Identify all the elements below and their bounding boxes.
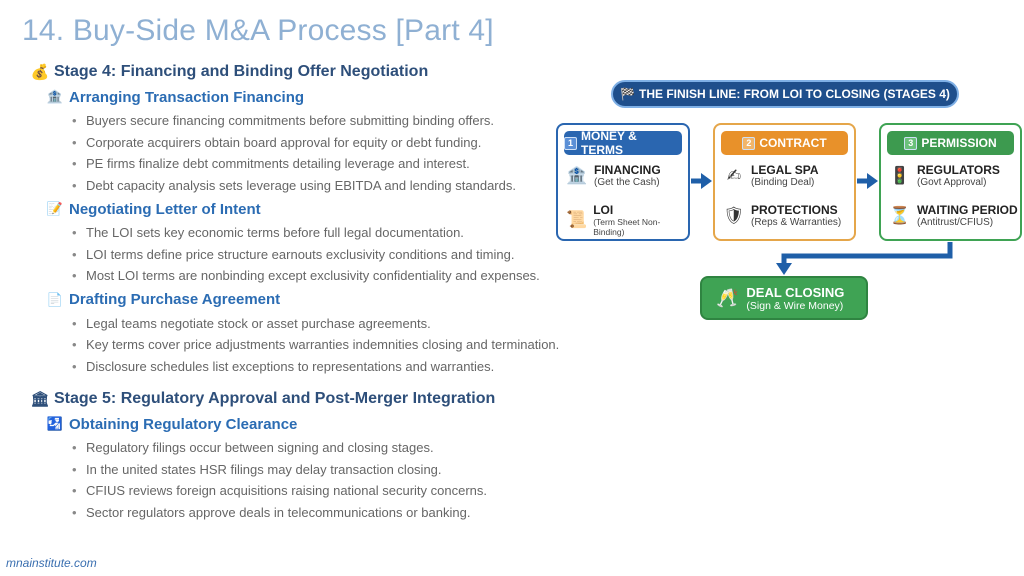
bullet-item: Debt capacity analysis sets leverage usi… (72, 175, 610, 197)
bullet-item: In the united states HSR filings may del… (72, 459, 610, 481)
bullet-list: Buyers secure financing commitments befo… (72, 110, 610, 196)
classical-building-icon: 🏛 (30, 391, 50, 408)
card-permission: 3 PERMISSION 🚦 REGULATORS (Govt Approval… (879, 123, 1022, 241)
card-contract: 2 CONTRACT ✍ LEGAL SPA (Binding Deal) 🛡 … (713, 123, 856, 241)
item-sub: (Term Sheet Non-Binding) (593, 217, 661, 237)
outline: 💰 Stage 4: Financing and Binding Offer N… (30, 60, 610, 525)
arrow-1-to-2-head (701, 173, 712, 189)
scroll-icon: 📜 (566, 210, 588, 229)
memo-icon: 📝 (46, 201, 64, 216)
bullet-item: Buyers secure financing commitments befo… (72, 110, 610, 132)
item-label: REGULATORS (917, 163, 1000, 177)
card-item: 🏦 FINANCING (Get the Cash) (566, 163, 661, 188)
bullet-item: Key terms cover price adjustments warran… (72, 334, 610, 356)
stage-heading: 🏛 Stage 5: Regulatory Approval and Post-… (30, 387, 610, 411)
bullet-item: LOI terms define price structure earnout… (72, 244, 610, 266)
page-title: 14. Buy-Side M&A Process [Part 4] (22, 14, 494, 47)
card-title: CONTRACT (759, 136, 827, 150)
arrow-2-to-3-head (867, 173, 878, 189)
card-item: 🛡 PROTECTIONS (Reps & Warranties) (723, 203, 841, 228)
checkered-flag-icon: 🏁 (620, 87, 636, 101)
item-sub: (Antitrust/CFIUS) (917, 217, 994, 228)
traffic-light-icon: 🚦 (889, 165, 911, 185)
section-heading: 📄 Drafting Purchase Agreement (46, 289, 610, 311)
stage-label: Stage 4: Financing and Binding Offer Neg… (54, 63, 429, 80)
item-label: FINANCING (594, 163, 661, 177)
finish-line-banner: 🏁 THE FINISH LINE: FROM LOI TO CLOSING (… (611, 80, 959, 108)
card-number: 3 (904, 136, 918, 150)
bullet-list: Regulatory filings occur between signing… (72, 437, 610, 523)
bullet-item: Legal teams negotiate stock or asset pur… (72, 313, 610, 335)
card-item: 📜 LOI (Term Sheet Non-Binding) (566, 203, 688, 237)
bullet-item: Most LOI terms are nonbinding except exc… (72, 265, 610, 287)
section-label: Negotiating Letter of Intent (69, 200, 261, 218)
footer-link[interactable]: mnainstitute.com (6, 556, 97, 570)
money-bag-icon: 💰 (30, 64, 50, 81)
section-label: Drafting Purchase Agreement (69, 291, 281, 308)
card-item: ✍ LEGAL SPA (Binding Deal) (723, 163, 819, 188)
stage-label: Stage 5: Regulatory Approval and Post-Me… (54, 390, 496, 407)
deal-closing-box: 🥂 DEAL CLOSING (Sign & Wire Money) (700, 276, 868, 320)
arrow-3-to-closing (781, 242, 953, 264)
section-label: Obtaining Regulatory Clearance (69, 415, 298, 433)
champagne-glasses-icon: 🥂 (716, 287, 739, 308)
item-label: LEGAL SPA (751, 163, 819, 177)
section-heading: 🛂 Obtaining Regulatory Clearance (46, 413, 610, 435)
card-header: 3 PERMISSION (887, 131, 1014, 155)
bank-icon: 🏦 (566, 165, 588, 185)
section-label: Arranging Transaction Financing (69, 88, 305, 106)
card-money-terms: 1 MONEY & TERMS 🏦 FINANCING (Get the Cas… (556, 123, 690, 241)
document-icon: 📄 (46, 291, 64, 307)
closing-label: DEAL CLOSING (746, 284, 845, 300)
bullet-list: The LOI sets key economic terms before f… (72, 222, 610, 287)
card-number: 1 (564, 136, 577, 150)
signing-hand-icon: ✍ (726, 165, 742, 185)
card-item: 🚦 REGULATORS (Govt Approval) (889, 163, 1000, 188)
card-item: ⏳ WAITING PERIOD (Antitrust/CFIUS) (889, 203, 1018, 228)
arrow-3-to-closing-head (776, 263, 792, 275)
closing-sub: (Sign & Wire Money) (746, 299, 844, 312)
bullet-item: Corporate acquirers obtain board approva… (72, 132, 610, 154)
bullet-item: Sector regulators approve deals in telec… (72, 502, 610, 524)
bullet-item: PE firms finalize debt commitments detai… (72, 153, 610, 175)
item-label: LOI (593, 203, 614, 217)
bullet-item: Disclosure schedules list exceptions to … (72, 356, 610, 378)
item-sub: (Binding Deal) (751, 177, 815, 188)
section-heading: 🏦 Arranging Transaction Financing (46, 86, 610, 108)
item-label: PROTECTIONS (751, 203, 838, 217)
passport-control-icon: 🛂 (46, 416, 64, 431)
card-header: 2 CONTRACT (721, 131, 848, 155)
item-label: WAITING PERIOD (917, 203, 1018, 217)
bullet-item: The LOI sets key economic terms before f… (72, 222, 610, 244)
card-number: 2 (742, 136, 756, 150)
stage-heading: 💰 Stage 4: Financing and Binding Offer N… (30, 60, 610, 84)
section-heading: 📝 Negotiating Letter of Intent (46, 198, 610, 220)
bullet-list: Legal teams negotiate stock or asset pur… (72, 313, 610, 378)
item-sub: (Reps & Warranties) (751, 217, 842, 228)
card-title: PERMISSION (921, 136, 997, 150)
item-sub: (Govt Approval) (917, 177, 987, 188)
banner-label: THE FINISH LINE: FROM LOI TO CLOSING (ST… (639, 87, 950, 101)
card-title: MONEY & TERMS (580, 129, 637, 157)
card-header: 1 MONEY & TERMS (564, 129, 682, 157)
bullet-item: CFIUS reviews foreign acquisitions raisi… (72, 480, 610, 502)
bank-icon: 🏦 (46, 89, 64, 104)
shield-icon: 🛡 (723, 205, 745, 225)
item-sub: (Get the Cash) (594, 177, 660, 188)
hourglass-icon: ⏳ (889, 205, 911, 225)
bullet-item: Regulatory filings occur between signing… (72, 437, 610, 459)
